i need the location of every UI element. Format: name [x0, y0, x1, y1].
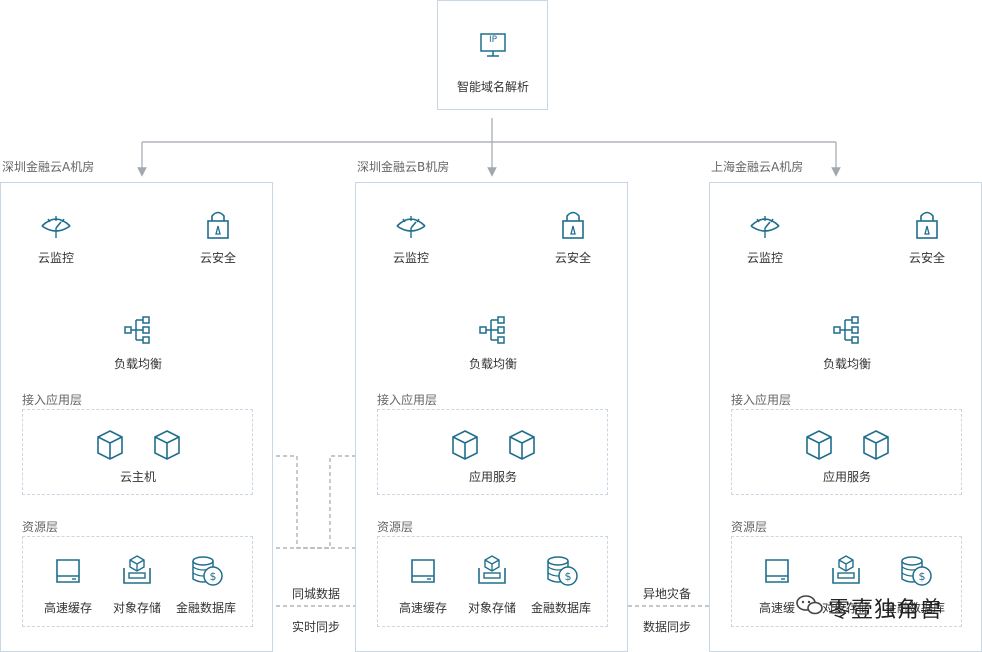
finance-database-icon[interactable]: $ [190, 555, 224, 591]
access-layer-box [377, 409, 608, 495]
load-balancer-icon[interactable] [832, 315, 862, 349]
access-layer-title: 接入应用层 [22, 393, 83, 407]
room-title: 深圳金融云B机房 [357, 160, 450, 174]
ip-icon-text: IP [488, 35, 498, 45]
server-cube-icon[interactable] [153, 429, 181, 465]
same-city-label-2: 实时同步 [291, 620, 341, 634]
load-balancer-icon[interactable] [478, 315, 508, 349]
cloud-security-icon[interactable] [912, 209, 942, 243]
finance-database-icon[interactable]: $ [545, 555, 579, 591]
finance-database-label: 金融数据库 [530, 601, 592, 615]
cloud-monitor-icon[interactable] [748, 212, 782, 244]
cloud-security-label: 云安全 [199, 251, 237, 265]
resource-layer-title: 资源层 [22, 520, 59, 534]
cache-drive-icon[interactable] [53, 556, 83, 590]
cloud-monitor-label: 云监控 [392, 251, 430, 265]
access-layer-title: 接入应用层 [731, 393, 792, 407]
resource-layer-title: 资源层 [731, 520, 768, 534]
cache-drive-icon[interactable] [762, 556, 792, 590]
access-layer-title: 接入应用层 [377, 393, 438, 407]
object-storage-label: 对象存储 [467, 601, 517, 615]
load-balancer-label: 负载均衡 [822, 357, 872, 371]
load-balancer-label: 负载均衡 [113, 357, 163, 371]
server-cube-icon[interactable] [862, 429, 890, 465]
room-title: 深圳金融云A机房 [2, 160, 95, 174]
cloud-security-label: 云安全 [908, 251, 946, 265]
resource-layer-title: 资源层 [377, 520, 414, 534]
cache-label: 高速缓存 [398, 601, 448, 615]
server-cube-icon[interactable] [96, 429, 124, 465]
finance-database-label: 金融数据库 [884, 601, 946, 615]
server-cube-icon[interactable] [508, 429, 536, 465]
cloud-monitor-icon[interactable] [39, 212, 73, 244]
svg-text:$: $ [919, 570, 926, 583]
access-layer-box [22, 409, 253, 495]
server-cube-icon[interactable] [805, 429, 833, 465]
svg-text:$: $ [210, 570, 217, 583]
cloud-security-label: 云安全 [554, 251, 592, 265]
dns-box[interactable]: IP 智能域名解析 [437, 0, 548, 110]
access-service-label: 应用服务 [468, 470, 518, 484]
watermark-text: 零壹独角兽 [828, 598, 944, 623]
object-storage-icon[interactable] [121, 555, 153, 589]
load-balancer-icon[interactable] [123, 315, 153, 349]
object-storage-label: 对象存储 [821, 601, 871, 615]
cloud-security-icon[interactable] [558, 209, 588, 243]
server-cube-icon[interactable] [451, 429, 479, 465]
dns-label: 智能域名解析 [456, 80, 530, 94]
cache-drive-icon[interactable] [408, 556, 438, 590]
object-storage-label: 对象存储 [112, 601, 162, 615]
load-balancer-label: 负载均衡 [468, 357, 518, 371]
wechat-icon [796, 594, 824, 616]
remote-label-2: 数据同步 [642, 620, 692, 634]
cache-label: 高速缓 [758, 601, 796, 615]
object-storage-icon[interactable] [476, 555, 508, 589]
object-storage-icon[interactable] [830, 555, 862, 589]
cloud-monitor-icon[interactable] [394, 212, 428, 244]
access-service-label: 云主机 [119, 470, 157, 484]
cloud-monitor-label: 云监控 [37, 251, 75, 265]
svg-text:$: $ [565, 570, 572, 583]
access-layer-box [731, 409, 962, 495]
same-city-label-1: 同城数据 [291, 587, 341, 601]
room-title: 上海金融云A机房 [711, 160, 804, 174]
finance-database-label: 金融数据库 [175, 601, 237, 615]
finance-database-icon[interactable]: $ [899, 555, 933, 591]
cloud-monitor-label: 云监控 [746, 251, 784, 265]
cloud-security-icon[interactable] [203, 209, 233, 243]
ip-icon [480, 33, 506, 57]
access-service-label: 应用服务 [822, 470, 872, 484]
remote-label-1: 异地灾备 [642, 587, 692, 601]
cache-label: 高速缓存 [43, 601, 93, 615]
